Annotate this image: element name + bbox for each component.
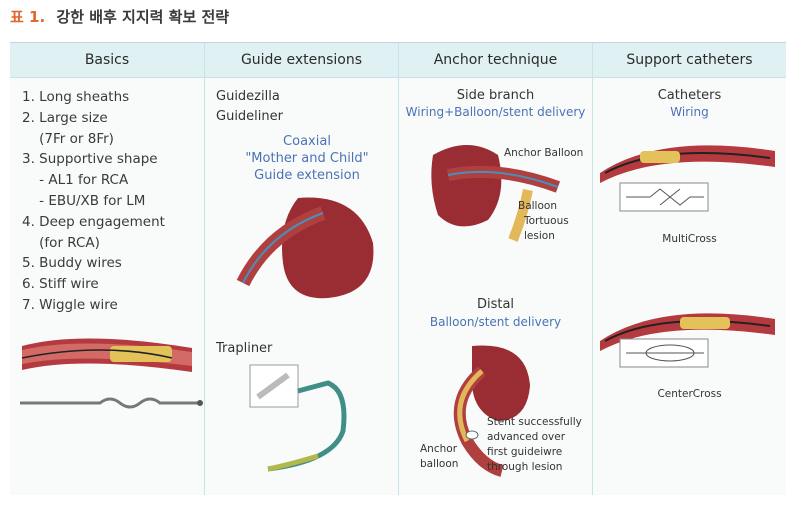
coaxial-line: Guide extension xyxy=(254,168,360,183)
basics-item: - AL1 for RCA xyxy=(22,172,129,189)
anchor-balloon-label: Anchor Balloon xyxy=(504,147,584,159)
coaxial-line: Coaxial xyxy=(283,134,331,149)
table-caption: 표 1. 강한 배후 지지력 확보 전략 xyxy=(10,6,229,27)
header-support-catheters: Support catheters xyxy=(593,43,786,77)
centercross-vessel-illustration xyxy=(600,313,775,351)
basics-item: (7Fr or 8Fr) xyxy=(22,130,114,147)
stent-note-line: Stent successfully xyxy=(487,416,582,428)
centercross-device-illustration xyxy=(619,338,709,368)
side-branch-title: Side branch xyxy=(456,88,535,103)
stent-note-line: first guideiwre xyxy=(487,446,563,458)
catheters-subtitle: Wiring xyxy=(670,105,709,119)
guideliner-label: Guideliner xyxy=(216,109,283,124)
caption-title: 강한 배후 지지력 확보 전략 xyxy=(56,8,230,26)
coaxial-line: "Mother and Child" xyxy=(245,151,369,166)
distal-title: Distal xyxy=(476,297,515,312)
header-basics: Basics xyxy=(10,43,204,77)
basics-item: 1. Long sheaths xyxy=(22,89,130,105)
multicross-device-illustration xyxy=(619,182,709,212)
column-divider xyxy=(398,43,399,495)
trapliner-label: Trapliner xyxy=(216,341,273,356)
balloon-label: Balloon xyxy=(518,200,557,212)
catheter-illustration xyxy=(249,364,347,472)
header-anchor-technique: Anchor technique xyxy=(399,43,592,77)
vessel-illustration xyxy=(21,338,192,372)
basics-item: 3. Supportive shape xyxy=(22,151,158,168)
column-divider xyxy=(592,43,593,495)
basics-item: - EBU/XB for LM xyxy=(22,192,146,209)
anchor-distal-illustration xyxy=(453,345,530,477)
anchor-label: Anchor xyxy=(420,443,458,455)
tortuous-label: Tortuous xyxy=(524,215,569,227)
support-strategy-table: Basics Guide extensions Anchor technique… xyxy=(10,42,786,495)
distal-subtitle: Balloon/stent delivery xyxy=(429,315,562,329)
stent-note: Stent successfully advanced over first g… xyxy=(487,415,582,475)
multicross-vessel-illustration xyxy=(600,145,775,183)
column-divider xyxy=(204,43,205,495)
basics-list: 1. Long sheaths 2. Large size (7Fr or 8F… xyxy=(22,87,165,316)
side-branch-subtitle: Wiring+Balloon/stent delivery xyxy=(405,105,586,119)
coaxial-description: Coaxial "Mother and Child" Guide extensi… xyxy=(242,133,372,184)
centercross-label: CenterCross xyxy=(657,388,722,400)
wiggle-wire-illustration xyxy=(20,397,203,409)
stent-note-line: through lesion xyxy=(487,461,563,473)
anchor-side-branch-illustration xyxy=(431,145,561,242)
caption-number: 표 1. xyxy=(10,8,46,26)
basics-item: 2. Large size xyxy=(22,109,108,126)
basics-item: 4. Deep engagement xyxy=(22,213,165,230)
heart-illustration xyxy=(236,197,374,299)
balloon-label-2: balloon xyxy=(420,458,459,470)
stent-note-line: advanced over xyxy=(487,431,566,443)
basics-item: 7. Wiggle wire xyxy=(22,296,118,313)
multicross-label: MultiCross xyxy=(662,233,717,245)
basics-item: 6. Stiff wire xyxy=(22,276,99,293)
basics-item: 5. Buddy wires xyxy=(22,255,122,272)
guidezilla-label: Guidezilla xyxy=(216,89,280,104)
basics-item: (for RCA) xyxy=(22,234,100,251)
catheters-title: Catheters xyxy=(657,88,722,103)
lesion-label: lesion xyxy=(524,230,555,242)
header-guide-extensions: Guide extensions xyxy=(205,43,398,77)
